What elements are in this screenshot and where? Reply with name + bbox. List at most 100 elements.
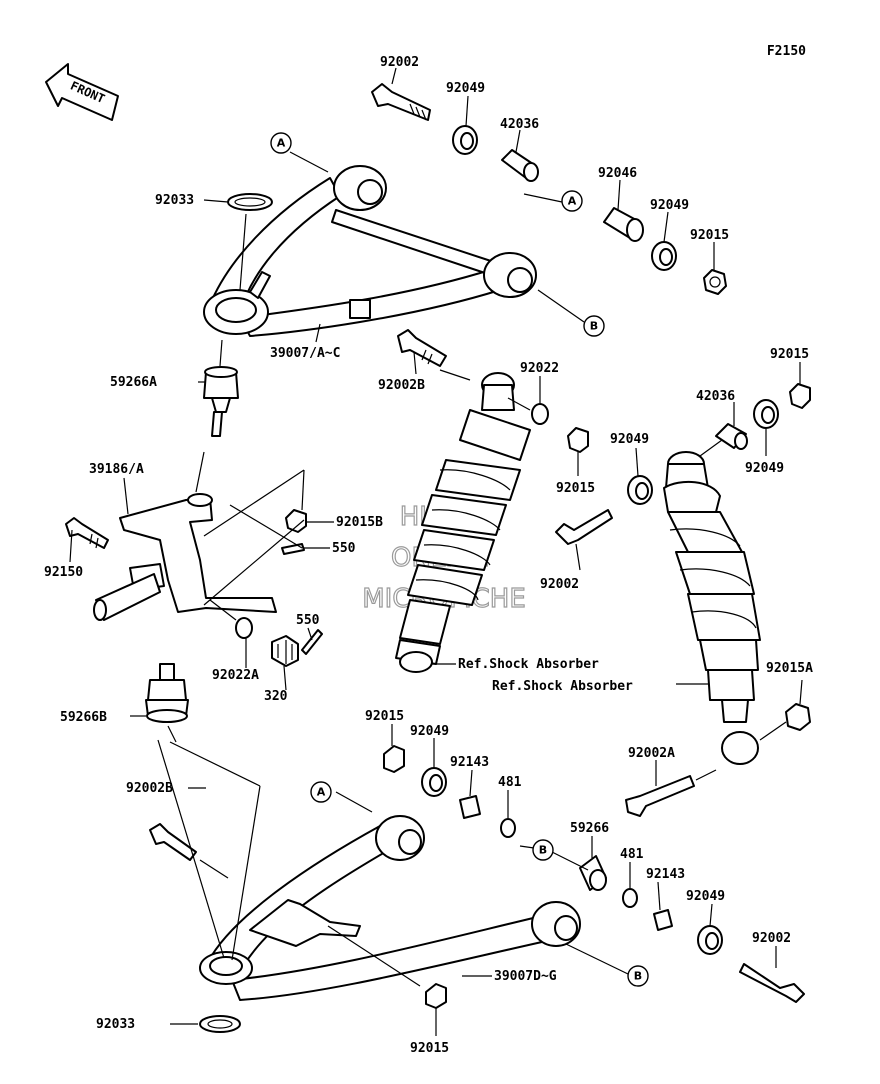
label-92033-top: 92033: [155, 193, 194, 208]
washer-92022A: [235, 617, 253, 639]
shock-absorber-left: [395, 372, 531, 673]
circlip-481-a: [500, 818, 516, 838]
label-92002B-low: 92002B: [126, 781, 173, 796]
label-550-a: 550: [332, 541, 356, 556]
label-42036-right: 42036: [696, 389, 735, 404]
bushing-59266: [579, 855, 607, 891]
label-92143-b: 92143: [646, 867, 685, 882]
nut-92015-top: [703, 269, 727, 295]
cotter-pin-550-b: [301, 629, 323, 655]
ball-joint-59266B: [145, 663, 189, 723]
upper-a-arm: [203, 165, 537, 337]
collar-42036-right: [715, 423, 748, 450]
lower-a-arm: [199, 815, 581, 1001]
label-92015-bottom: 92015: [410, 1041, 449, 1056]
label-92049-low: 92049: [410, 724, 449, 739]
label-59266B: 59266B: [60, 710, 107, 725]
collar-42036-top: [501, 149, 539, 182]
label-92015-right-top: 92015: [770, 347, 809, 362]
knuckle-39186: [93, 493, 277, 621]
label-59266: 59266: [570, 821, 609, 836]
ref-shock-absorber-right: Ref.Shock Absorber: [492, 679, 633, 694]
label-92033-low: 92033: [96, 1017, 135, 1032]
label-92150: 92150: [44, 565, 83, 580]
label-39186: 39186/A: [89, 462, 144, 477]
label-550-b: 550: [296, 613, 320, 628]
ref-shock-absorber-left: Ref.Shock Absorber: [458, 657, 599, 672]
cotter-pin-550-a: [281, 543, 305, 555]
label-92002A: 92002A: [628, 746, 675, 761]
label-39007-lower: 39007D~G: [494, 969, 557, 984]
callout-B-mid: B: [532, 839, 554, 861]
bushing-92046: [603, 207, 644, 242]
label-92002B-top: 92002B: [378, 378, 425, 393]
figure-code: F2150: [767, 44, 806, 59]
label-92002-low: 92002: [752, 931, 791, 946]
front-arrow-icon: FRONT: [45, 63, 119, 121]
label-92049-mid: 92049: [610, 432, 649, 447]
label-92046: 92046: [598, 166, 637, 181]
svg-text:A: A: [317, 786, 326, 799]
shock-lower-eye: [721, 731, 759, 765]
label-92015-mid: 92015: [556, 481, 595, 496]
label-320: 320: [264, 689, 288, 704]
nut-92015A: [785, 703, 811, 731]
nut-92015-bottom: [425, 983, 447, 1009]
ball-joint-59266A: [203, 366, 239, 437]
washer-92022: [531, 403, 549, 425]
label-92015A: 92015A: [766, 661, 813, 676]
nut-92015-mid: [567, 427, 589, 453]
shock-absorber-right: [663, 451, 761, 723]
label-481-a: 481: [498, 775, 522, 790]
label-42036-top: 42036: [500, 117, 539, 132]
washer-92049-mid: [627, 475, 653, 505]
nut-92015B: [285, 509, 307, 533]
bolt-92002-mid: [555, 509, 613, 545]
washer-92049-low2: [697, 925, 723, 955]
bolt-92002-top: [371, 83, 431, 121]
svg-text:B: B: [634, 970, 642, 983]
circlip-92033-top: [227, 193, 273, 211]
svg-text:A: A: [568, 195, 577, 208]
callout-A-upper: A: [270, 132, 292, 154]
label-92143-a: 92143: [450, 755, 489, 770]
label-39007-upper: 39007/A~C: [270, 346, 340, 361]
label-92015-top: 92015: [690, 228, 729, 243]
label-481-b: 481: [620, 847, 644, 862]
circlip-481-b: [622, 888, 638, 908]
callout-B-upper: B: [583, 315, 605, 337]
label-92015-low: 92015: [365, 709, 404, 724]
svg-text:A: A: [277, 137, 286, 150]
label-92049-top: 92049: [446, 81, 485, 96]
bolt-92002-low: [739, 963, 805, 1003]
callout-A-lower: A: [310, 781, 332, 803]
label-92049-top2: 92049: [650, 198, 689, 213]
label-92015B: 92015B: [336, 515, 383, 530]
label-92002-top: 92002: [380, 55, 419, 70]
callout-B-lower: B: [627, 965, 649, 987]
label-92049-right: 92049: [745, 461, 784, 476]
label-92022: 92022: [520, 361, 559, 376]
nut-92015-right-top: [789, 383, 811, 409]
washer-92049-top2: [651, 241, 677, 271]
part-labels: 92002 92049 42036 92046 92049 92015 9203…: [44, 55, 813, 1056]
label-59266A: 59266A: [110, 375, 157, 390]
washer-92049-top: [452, 125, 478, 155]
svg-text:B: B: [590, 320, 598, 333]
bolt-92002A: [625, 775, 695, 817]
label-92049-low2: 92049: [686, 889, 725, 904]
circlip-92033-low: [199, 1015, 241, 1033]
collar-92143-b: [653, 909, 673, 931]
castle-nut-320: [271, 635, 299, 667]
svg-text:B: B: [539, 844, 547, 857]
bolt-92002B-top: [397, 329, 447, 367]
leader-lines: [69, 67, 803, 1036]
nut-92015-low: [383, 745, 405, 773]
label-92002-mid: 92002: [540, 577, 579, 592]
washer-92049-right: [753, 399, 779, 429]
collar-92143-a: [459, 795, 481, 819]
label-92022A: 92022A: [212, 668, 259, 683]
washer-92049-low: [421, 767, 447, 797]
callout-A-mid: A: [561, 190, 583, 212]
